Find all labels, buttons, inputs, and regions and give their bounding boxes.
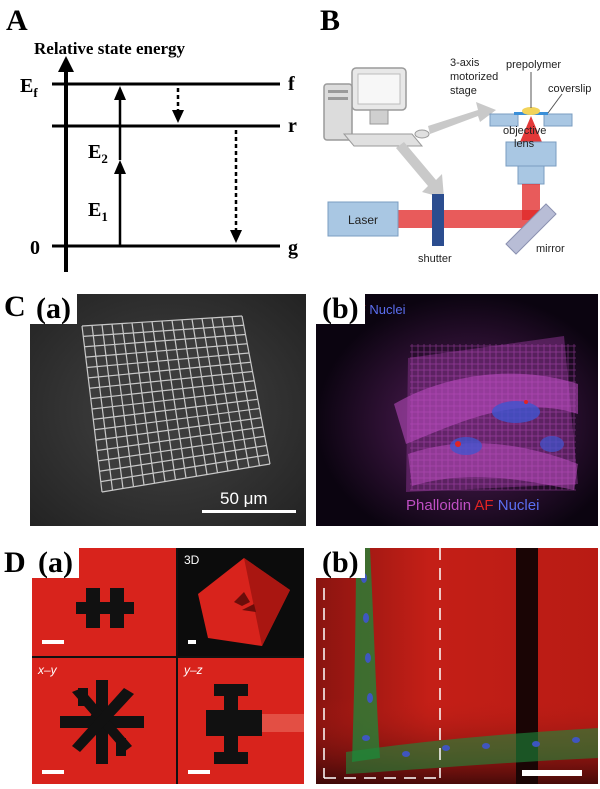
shutter-label: shutter [418, 253, 452, 265]
scaffold-strut [191, 319, 219, 473]
scaffold-strut [201, 318, 229, 472]
dark-channel [516, 548, 538, 784]
prepolymer-label: prepolymer [506, 59, 561, 71]
panel-label-c: C [4, 290, 26, 323]
laser-beam-horizontal [398, 210, 540, 228]
scaffold-strut [98, 435, 265, 462]
label-xy: x–y [37, 663, 58, 677]
stage-right [543, 113, 573, 127]
panel-label-d: D [4, 546, 26, 579]
energy-label-e1: E1 [88, 199, 108, 224]
sub-label-cb: (b) [316, 294, 365, 324]
laser-box [327, 201, 399, 237]
scaffold-strut [91, 389, 257, 410]
label-3d: 3D [184, 553, 200, 567]
laser-label: Laser [348, 213, 378, 227]
scaffold-strut [100, 454, 269, 483]
xy-view-quadrant: x–y [32, 658, 176, 784]
computer-icon [323, 67, 430, 147]
scaffold-strut [241, 315, 271, 465]
fluorescence-image: idin AF Nuclei Phalloidin AF Nuclei [316, 294, 598, 526]
sub-label-da: (a) [32, 548, 79, 578]
prepolymer-drop [522, 107, 540, 115]
energy-level-diagram: Relative state energy f r g Ef E2 E1 0 [20, 39, 298, 272]
scaffold-strut [95, 417, 262, 441]
arrow-computer-to-shutter [396, 142, 444, 198]
stage-left [489, 113, 519, 127]
energy-label-e2: E2 [88, 141, 108, 166]
panel-label-b: B [320, 4, 341, 37]
yz-view-quadrant: y–z [178, 658, 304, 784]
shutter-block [432, 194, 444, 246]
energy-label-zero: 0 [30, 237, 40, 259]
coverslip-label: coverslip [548, 83, 591, 95]
sem-image: 50 μm [30, 294, 306, 526]
level-label-r: r [288, 115, 297, 137]
scale-bar-yz [188, 770, 210, 774]
label-yz: y–z [183, 663, 203, 677]
scaffold-strut [181, 319, 208, 475]
scale-bar [202, 510, 296, 513]
scaffold-strut [94, 407, 260, 431]
fluorescence-legend-bottom: Phalloidin AF Nuclei [406, 497, 539, 514]
scaffold-strut [96, 426, 264, 452]
level-label-f: f [288, 73, 295, 95]
scaffold-strut [221, 317, 250, 468]
objective-label: objective lens [503, 125, 549, 150]
stage-label: 3-axis motorized stage [450, 57, 501, 97]
scaffold-strut [101, 463, 271, 493]
panel-label-a: A [6, 4, 28, 37]
scaffold-strut [231, 316, 261, 466]
level-label-g: g [288, 237, 298, 259]
arrow-computer-to-stage [428, 102, 496, 134]
scale-bar-3d [188, 640, 196, 644]
scaffold-grid: 50 μm [30, 294, 306, 526]
scale-bar-xy [42, 770, 64, 774]
sub-label-db: (b) [316, 548, 365, 578]
3d-view-quadrant: 3D [178, 548, 304, 656]
orthogonal-views: 3D x–y [32, 548, 304, 784]
energy-label-ef: Ef [20, 75, 38, 100]
objective-lens [505, 141, 557, 167]
scaffold-strut [211, 317, 240, 470]
channel-image [316, 548, 598, 784]
sub-label-ca: (a) [30, 294, 77, 324]
scaffold-strut [171, 320, 198, 477]
mirror-label: mirror [536, 243, 565, 255]
axis-title: Relative state energy [34, 39, 186, 58]
energy-axis-arrowhead [58, 56, 74, 72]
scale-bar-tl [42, 640, 64, 644]
mirror-shape [505, 203, 557, 255]
scale-bar-db [522, 770, 582, 776]
scaffold-strut [99, 444, 267, 472]
scale-bar-label: 50 μm [220, 489, 268, 508]
setup-schematic: 3-axis motorized stage prepolymer covers… [323, 57, 591, 265]
scaffold-strut [93, 398, 258, 420]
focus-cone [520, 116, 542, 142]
